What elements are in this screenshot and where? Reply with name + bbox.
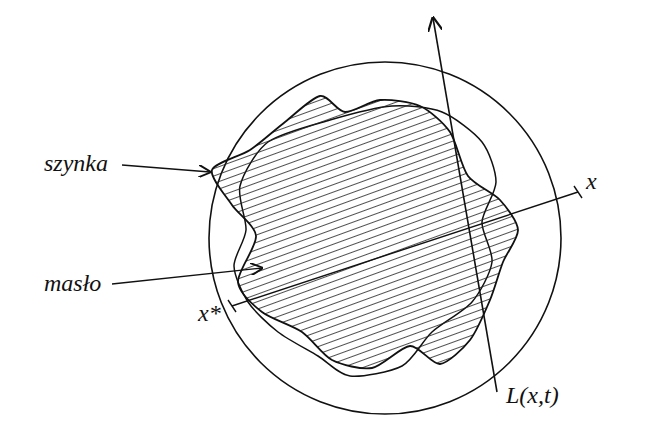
label-text: x: [586, 168, 597, 194]
tick: [574, 186, 582, 198]
label-text: x*: [198, 300, 221, 326]
leader-line: [122, 165, 210, 172]
plate: [209, 62, 561, 414]
x-line: [232, 192, 578, 306]
l-line: [433, 18, 497, 392]
ham-blob: [212, 96, 518, 368]
label-text: L(x,t): [506, 382, 559, 408]
label-text: masło: [44, 270, 101, 296]
tick: [228, 300, 236, 312]
label-text: szynka: [44, 150, 108, 176]
leader-line: [112, 268, 262, 284]
